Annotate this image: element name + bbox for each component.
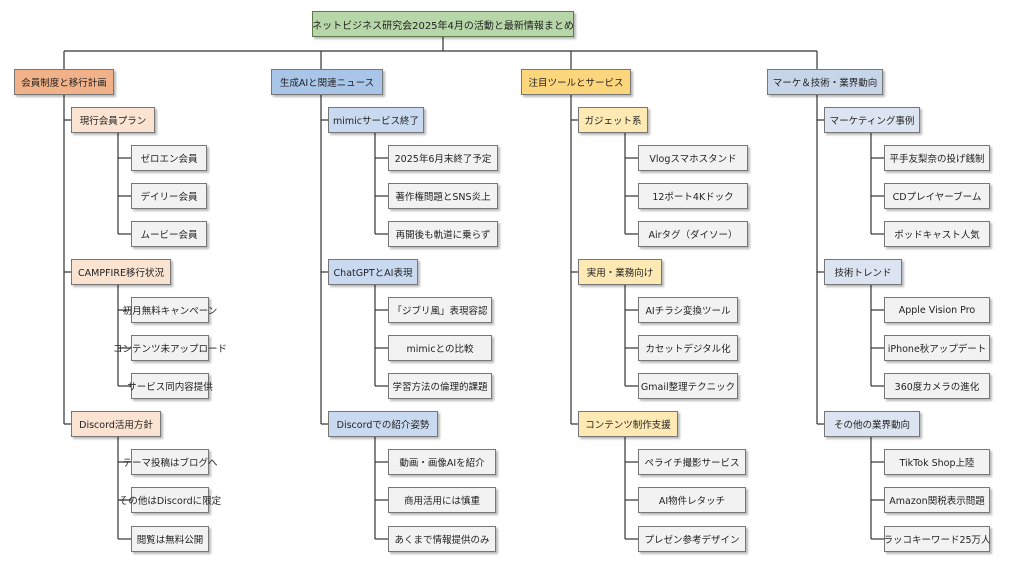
subtopic-2-3: Discordでの紹介姿勢: [328, 411, 438, 437]
leaf-2-3-1: 動画・画像AIを紹介: [388, 449, 496, 475]
leaf-2-1-3: 再開後も軌道に乗らず: [388, 221, 498, 247]
leaf-3-1-1: Vlogスマホスタンド: [638, 145, 748, 171]
leaf-2-2-2: mimicとの比較: [388, 335, 492, 361]
subtopic-4-2: 技術トレンド: [824, 259, 902, 285]
leaf-4-1-3: ポッドキャスト人気: [884, 221, 990, 247]
leaf-1-2-3: サービス同内容提供: [127, 373, 213, 399]
leaf-3-3-3: プレゼン参考デザイン: [638, 526, 746, 552]
leaf-2-3-2: 商用活用には慎重: [388, 487, 496, 513]
leaf-1-3-1: テーマ投稿はブログへ: [123, 449, 218, 475]
subtopic-2-2: ChatGPTとAI表現: [328, 259, 418, 285]
leaf-3-1-3: Airタグ（ダイソー）: [638, 221, 748, 247]
leaf-2-2-3: 学習方法の倫理的課題: [388, 373, 492, 399]
leaf-4-2-1: Apple Vision Pro: [884, 297, 990, 323]
leaf-3-2-1: AIチラシ変換ツール: [638, 297, 738, 323]
leaf-1-1-2: デイリー会員: [131, 183, 207, 209]
root-title: ネットビジネス研究会2025年4月の活動と最新情報まとめ: [312, 11, 574, 37]
leaf-3-3-2: AI物件レタッチ: [638, 487, 746, 513]
category-1: 会員制度と移行計画: [14, 69, 114, 95]
leaf-1-3-2: その他はDiscordに限定: [119, 487, 221, 513]
leaf-1-2-2: コンテンツ未アップロード: [113, 335, 227, 361]
leaf-2-1-2: 著作権問題とSNS炎上: [388, 183, 498, 209]
leaf-3-3-1: ペライチ撮影サービス: [638, 449, 746, 475]
leaf-1-2-1: 初月無料キャンペーン: [123, 297, 217, 323]
subtopic-3-1: ガジェット系: [578, 107, 648, 133]
leaf-1-1-1: ゼロエン会員: [131, 145, 207, 171]
leaf-4-3-2: Amazon関税表示問題: [884, 487, 990, 513]
leaf-1-3-3: 閲覧は無料公開: [131, 526, 209, 552]
leaf-2-3-3: あくまで情報提供のみ: [388, 526, 496, 552]
subtopic-4-3: その他の業界動向: [824, 411, 920, 437]
leaf-3-2-3: Gmail整理テクニック: [638, 373, 738, 399]
subtopic-3-2: 実用・業務向け: [578, 259, 662, 285]
leaf-3-2-2: カセットデジタル化: [638, 335, 738, 361]
leaf-3-1-2: 12ポート4Kドック: [638, 183, 748, 209]
subtopic-1-2: CAMPFIRE移行状況: [71, 259, 171, 285]
leaf-4-1-1: 平手友梨奈の投げ銭制: [884, 145, 990, 171]
leaf-4-2-2: iPhone秋アップデート: [884, 335, 990, 361]
category-4: マーケ＆技術・業界動向: [767, 69, 883, 95]
leaf-1-1-3: ムービー会員: [131, 221, 207, 247]
subtopic-1-1: 現行会員プラン: [71, 107, 155, 133]
subtopic-1-3: Discord活用方針: [71, 411, 161, 437]
category-2: 生成AIと関連ニュース: [271, 69, 383, 95]
leaf-2-2-1: 「ジブリ風」表現容認: [388, 297, 492, 323]
leaf-4-3-1: TikTok Shop上陸: [884, 449, 990, 475]
leaf-4-3-3: ラッコキーワード25万人: [883, 526, 991, 552]
subtopic-2-1: mimicサービス終了: [328, 107, 424, 133]
subtopic-3-3: コンテンツ制作支援: [578, 411, 678, 437]
leaf-4-2-3: 360度カメラの進化: [884, 373, 990, 399]
leaf-2-1-1: 2025年6月末終了予定: [388, 145, 498, 171]
leaf-4-1-2: CDプレイヤーブーム: [884, 183, 990, 209]
subtopic-4-1: マーケティング事例: [824, 107, 920, 133]
category-3: 注目ツールとサービス: [521, 69, 631, 95]
